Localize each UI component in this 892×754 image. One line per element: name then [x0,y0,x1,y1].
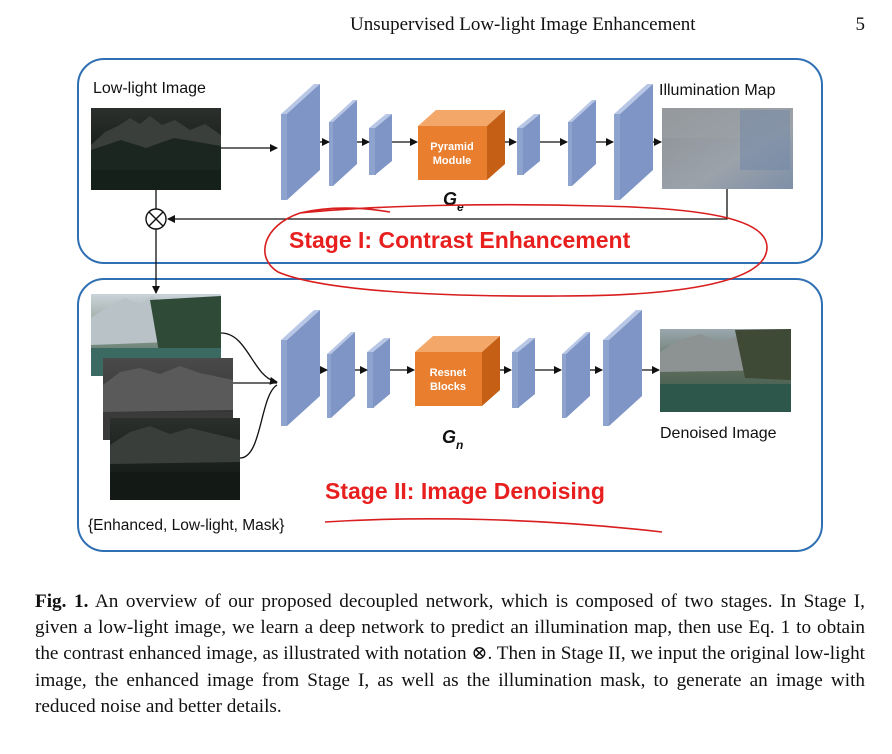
pyramid-module-label-line2: Module [433,155,472,167]
stage1-input-image [91,108,221,190]
stage2-box [77,278,823,552]
illumination-map-image [662,108,793,189]
stage1-encoder [281,84,392,200]
stage2-inputs-label: {Enhanced, Low-light, Mask} [88,517,284,534]
stage1-input-label: Low-light Image [93,80,206,97]
pyramid-module-label-line1: Pyramid [430,141,473,153]
stage1-handdrawn-circle [264,203,768,297]
stage2-input-image-lowlight-dark [110,418,240,500]
pyramid-module: Pyramid Module [418,110,505,180]
stage2-merge-arrow-1 [220,332,278,385]
figure-caption-text: An overview of our proposed decoupled ne… [35,591,865,717]
stage2-handdrawn-underline [324,518,663,533]
page-number: 5 [855,14,866,35]
network-overview-figure: Low-light Image Pyramid Module [77,58,823,552]
figure-label: Fig. 1. [35,591,89,612]
stage2-encoder [281,310,390,426]
stage2-title: Stage II: Image Denoising [325,478,605,504]
stage1-decoder [517,84,653,200]
stage1-title: Stage I: Contrast Enhancement [289,227,631,253]
running-header: Unsupervised Low-light Image Enhancement… [350,14,865,36]
running-title: Unsupervised Low-light Image Enhancement [350,14,696,35]
multiply-operator-icon [145,208,167,230]
illumination-feedback-line [167,189,728,223]
stage2-decoder [512,310,642,426]
stage2-merge-arrow-3 [239,384,278,459]
stage1-box [77,58,823,264]
stage2-output-label: Denoised Image [660,425,777,442]
network-ge-symbol: Ge [443,189,464,214]
resnet-label-line1: Resnet [430,367,467,379]
denoised-output-image [660,329,791,412]
stage2-input-image-lowlight-gray [103,358,233,440]
network-gn-symbol: Gn [442,427,463,452]
resnet-blocks-module: Resnet Blocks [415,336,500,406]
figure-caption: Fig. 1. An overview of our proposed deco… [35,589,865,720]
resnet-label-line2: Blocks [430,381,466,393]
stage1-output-label: Illumination Map [659,82,776,99]
